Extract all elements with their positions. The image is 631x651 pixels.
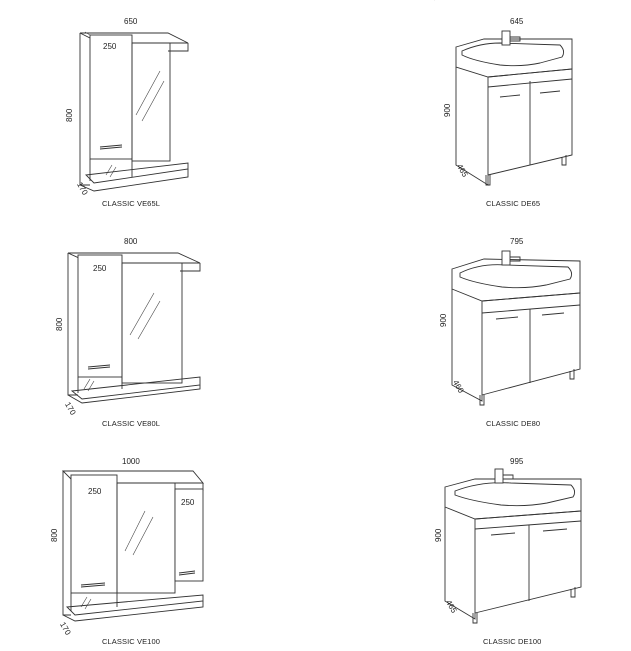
width-dimension: 650 [124, 17, 138, 26]
door-width-dimension: 250 [88, 487, 102, 496]
vanity-de80: 795 900 460 CLASSIC DE80 [430, 235, 600, 435]
width-dimension: 1000 [122, 457, 140, 466]
height-dimension: 800 [50, 528, 59, 542]
top-edge-mark: ' [434, 0, 435, 3]
product-caption: CLASSIC DE100 [483, 637, 542, 646]
product-caption: CLASSIC DE80 [486, 419, 541, 428]
door-width-dimension: 250 [93, 264, 107, 273]
width-dimension: 645 [510, 17, 524, 26]
mirror-cabinet-ve80l: 800 250 800 170 CLASSIC VE80L [50, 235, 220, 435]
mirror-cabinet-ve65l-drawing [79, 31, 189, 192]
vanity-de100-drawing [444, 468, 582, 624]
height-dimension: 900 [443, 103, 452, 117]
side-door-width-dimension: 250 [181, 498, 195, 507]
width-dimension: 800 [124, 237, 138, 246]
product-caption: CLASSIC VE80L [102, 419, 160, 428]
height-dimension: 900 [434, 528, 443, 542]
mirror-cabinet-ve80l-drawing [67, 252, 201, 404]
height-dimension: 800 [65, 108, 74, 122]
vanity-de65: 645 900 465 CLASSIC DE65 [440, 15, 590, 215]
product-caption: CLASSIC VE65L [102, 199, 160, 208]
vanity-de100: 995 900 465 CLASSIC DE100 [425, 455, 605, 650]
vanity-de80-drawing [451, 250, 581, 406]
mirror-cabinet-ve100-drawing [61, 470, 204, 622]
width-dimension: 995 [510, 457, 524, 466]
width-dimension: 795 [510, 237, 524, 246]
height-dimension: 900 [439, 313, 448, 327]
product-caption: CLASSIC DE65 [486, 199, 541, 208]
height-dimension: 800 [55, 317, 64, 331]
vanity-de65-drawing [455, 30, 573, 186]
mirror-cabinet-ve100: 1000 250 250 800 170 CLASSIC VE100 [45, 455, 220, 650]
product-caption: CLASSIC VE100 [102, 637, 160, 646]
mirror-cabinet-ve65l: 650 250 800 170 CLASSIC VE65L [60, 15, 210, 215]
door-width-dimension: 250 [103, 42, 117, 51]
